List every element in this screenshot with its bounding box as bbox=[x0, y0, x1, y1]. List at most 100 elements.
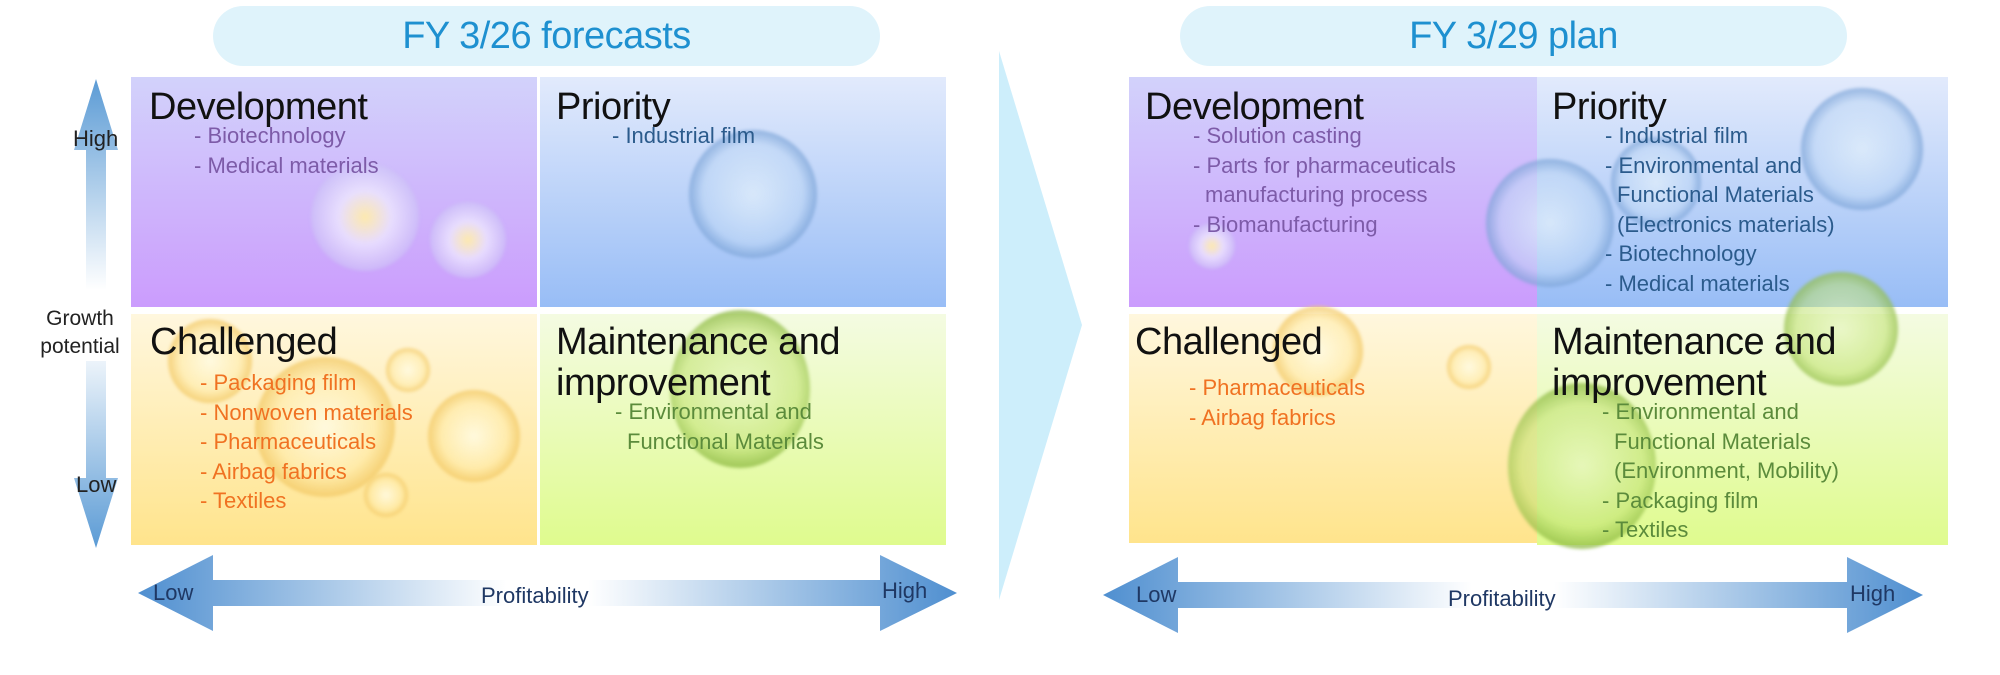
list-item-text: - Textiles bbox=[200, 488, 287, 513]
quadrant-heading-line: Maintenance and bbox=[556, 321, 841, 363]
list-item: - Biotechnology bbox=[1605, 239, 1835, 269]
quadrant-heading-line: Priority bbox=[1552, 86, 1667, 128]
quadrant-heading-line: improvement bbox=[556, 362, 771, 404]
list-item-text: - Pharmaceuticals bbox=[1189, 375, 1366, 400]
list-item-continuation: Functional Materials bbox=[1614, 428, 1811, 454]
bubble bbox=[689, 130, 817, 258]
quadrant-heading: Priority bbox=[1552, 86, 1667, 128]
bubble bbox=[428, 390, 520, 482]
bubble bbox=[386, 348, 430, 392]
profitability-label: Profitability bbox=[1448, 586, 1556, 611]
bubble bbox=[364, 473, 408, 517]
list-item: - Medical materials bbox=[1605, 269, 1835, 299]
quadrant-heading-line: Maintenance and bbox=[1552, 321, 1837, 363]
list-item: - Industrial film bbox=[1605, 121, 1835, 151]
growth-high-label: High bbox=[73, 126, 119, 151]
list-item-text: - Medical materials bbox=[1605, 270, 1790, 296]
list-item: - Biotechnology bbox=[194, 121, 379, 151]
list-item-text: - Medical materials bbox=[194, 152, 379, 178]
list-item-text: - Industrial film bbox=[1605, 123, 1749, 148]
quadrant-heading-line: Development bbox=[149, 86, 368, 128]
growth-label-line: Growth bbox=[46, 307, 114, 330]
profitability-low-label: Low bbox=[1136, 582, 1177, 607]
list-item: - Textiles bbox=[1602, 515, 1839, 545]
bubble bbox=[1611, 137, 1701, 227]
profitability-label: Profitability bbox=[481, 583, 589, 608]
quadrant-development bbox=[1129, 77, 1537, 307]
list-item-continuation: (Electronics materials) bbox=[1617, 211, 1835, 237]
list-item-continuation: manufacturing process bbox=[1205, 182, 1428, 207]
bubble bbox=[670, 310, 810, 468]
list-item-text: - Biomanufacturing bbox=[1193, 211, 1378, 237]
list-item-text: - Solution casting bbox=[1193, 123, 1362, 148]
bubble bbox=[1189, 223, 1235, 269]
bubble bbox=[1486, 159, 1614, 287]
list-item: - Pharmaceuticals bbox=[200, 427, 413, 457]
list-item: - Biomanufacturing bbox=[1193, 210, 1456, 240]
list-item: - Packaging film bbox=[200, 368, 413, 398]
item-list: - Biotechnology - Medical materials bbox=[194, 121, 379, 180]
bubble bbox=[430, 202, 506, 278]
list-item-text: - Airbag fabrics bbox=[1189, 404, 1336, 430]
profitability-high-label: High bbox=[882, 578, 928, 603]
list-item: - Parts for pharmaceuticals manufacturing… bbox=[1193, 151, 1456, 210]
list-item-text: - Environmental and bbox=[615, 399, 812, 424]
quadrant-heading-line: Challenged bbox=[1135, 321, 1323, 363]
quadrant-heading: Challenged bbox=[1135, 321, 1323, 363]
panel-title: FY 3/26 forecasts bbox=[213, 6, 880, 66]
bubble bbox=[1784, 272, 1898, 386]
bubble bbox=[168, 319, 252, 403]
profitability-high-label: High bbox=[1850, 581, 1896, 606]
list-item-text: - Airbag fabrics bbox=[200, 458, 347, 484]
list-item-text: - Pharmaceuticals bbox=[200, 429, 377, 454]
list-item: - Pharmaceuticals bbox=[1189, 373, 1365, 403]
list-item-continuation: Functional Materials bbox=[627, 428, 824, 454]
item-list: - Packaging film - Nonwoven materials - Ph… bbox=[200, 368, 413, 516]
quadrant-heading-line: improvement bbox=[1552, 362, 1767, 404]
quadrant-heading-line: Challenged bbox=[150, 321, 338, 363]
list-item-text: - Environmental and bbox=[1602, 399, 1799, 424]
list-item: - Medical materials bbox=[194, 151, 379, 181]
list-item-text: - Environmental and bbox=[1605, 152, 1802, 178]
list-item-text: - Textiles bbox=[1602, 517, 1689, 542]
item-list: - Industrial film bbox=[612, 121, 755, 151]
quadrant-heading-line: Development bbox=[1145, 86, 1364, 128]
profitability-axis-arrow-left bbox=[138, 555, 957, 631]
list-item: - Textiles bbox=[200, 486, 413, 516]
bubble bbox=[1508, 383, 1656, 549]
bubble bbox=[255, 357, 395, 497]
growth-label-line: potential bbox=[40, 335, 120, 358]
quadrant-heading: Development bbox=[1145, 86, 1364, 128]
list-item: - Industrial film bbox=[612, 121, 755, 151]
list-item: - Airbag fabrics bbox=[200, 457, 413, 487]
profitability-axis-arrow-right bbox=[1103, 557, 1923, 633]
quadrant-heading-line: Priority bbox=[556, 86, 671, 128]
bubble bbox=[1273, 306, 1363, 396]
quadrant-heading: Challenged bbox=[150, 321, 338, 363]
list-item-text: - Nonwoven materials bbox=[200, 399, 413, 425]
list-item-continuation: Functional Materials bbox=[1617, 182, 1814, 207]
list-item-continuation: (Environment, Mobility) bbox=[1614, 458, 1839, 483]
list-item-text: - Biotechnology bbox=[194, 123, 346, 148]
list-item-text: - Industrial film bbox=[612, 123, 756, 148]
list-item-text: - Parts for pharmaceuticals bbox=[1193, 152, 1456, 178]
quadrant-heading: Priority bbox=[556, 86, 671, 128]
bubble bbox=[311, 163, 419, 271]
bubble bbox=[1447, 345, 1491, 389]
growth-potential-label: Growth potential bbox=[30, 305, 130, 361]
list-item-text: - Packaging film bbox=[200, 370, 357, 395]
item-list: - Pharmaceuticals - Airbag fabrics bbox=[1189, 373, 1365, 432]
bubble bbox=[1801, 88, 1923, 210]
list-item: - Nonwoven materials bbox=[200, 398, 413, 428]
profitability-low-label: Low bbox=[153, 580, 194, 605]
panel-title: FY 3/29 plan bbox=[1180, 6, 1847, 66]
list-item-text: - Packaging film bbox=[1602, 487, 1759, 513]
transition-chevron bbox=[999, 51, 1082, 600]
